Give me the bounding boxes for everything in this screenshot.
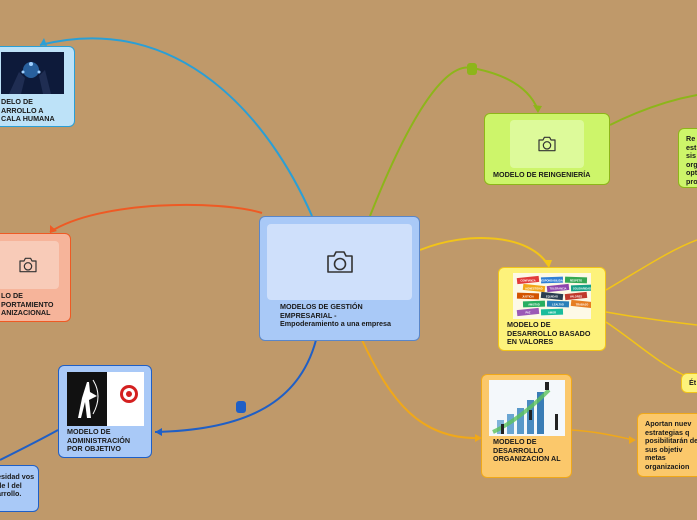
node-reingenieria-note[interactable]: Re est sis org opt pro — [678, 128, 697, 188]
value-word-tag: TRABAJO — [570, 299, 591, 309]
svg-text:CONFIANZA: CONFIANZA — [520, 279, 535, 283]
node-reingenieria-note-label: Re est sis org opt pro — [686, 134, 697, 186]
value-word-tag: RESPETO — [564, 276, 588, 284]
svg-text:AMISTAD: AMISTAD — [528, 303, 540, 307]
node-objetivo-label: MODELO DE ADMINISTRACIÓN POR OBJETIVO — [67, 427, 131, 454]
svg-text:RESPONSABILIDAD: RESPONSABILIDAD — [539, 279, 564, 283]
central-topic[interactable]: MODELOS DE GESTIÓN EMPRESARIAL - Empoder… — [259, 216, 420, 341]
node-comportamiento[interactable]: LO DE PORTAMIENTO ANIZACIONAL — [0, 233, 71, 322]
node-comportamiento-label: LO DE PORTAMIENTO ANIZACIONAL — [1, 291, 54, 318]
node-escala-humana-label: DELO DE ARROLLO A CALA HUMANA — [1, 97, 55, 124]
svg-text:HONESTIDAD: HONESTIDAD — [525, 287, 542, 291]
value-word-tag: TOLERANCIA — [546, 283, 570, 293]
svg-text:TOLERANCIA: TOLERANCIA — [550, 287, 567, 291]
svg-text:AMOR: AMOR — [548, 311, 556, 315]
node-reingenieria-label: MODELO DE REINGENIERÍA — [493, 170, 591, 179]
svg-text:EQUIDAD: EQUIDAD — [546, 295, 558, 299]
node-objetivo-note[interactable]: esidad vos de l del arrollo. — [0, 465, 39, 512]
central-image-placeholder — [267, 224, 412, 300]
svg-text:VALORES: VALORES — [570, 295, 583, 299]
navy-connector-handle[interactable] — [236, 401, 246, 413]
comportamiento-image-placeholder — [0, 241, 59, 289]
node-organizacional-label: MODELO DE DESARROLLO ORGANIZACION AL — [493, 437, 561, 464]
node-escala-humana[interactable]: DELO DE ARROLLO A CALA HUMANA — [0, 46, 75, 127]
svg-text:TRABAJO: TRABAJO — [576, 303, 589, 307]
node-organizacional-note-label: Aportan nuev estrategias q posibilitarán… — [645, 419, 697, 471]
value-word-tag: AMOR — [540, 308, 564, 316]
node-etica[interactable]: Ét — [681, 373, 697, 393]
node-objetivo-note-label: esidad vos de l del arrollo. — [0, 472, 35, 499]
growth-chart-image — [489, 380, 565, 436]
reingenieria-image-placeholder — [510, 120, 584, 168]
green-connector-handle[interactable] — [467, 63, 477, 75]
value-word-tag: SOLIDARIDAD — [570, 284, 591, 292]
camera-icon — [538, 136, 556, 152]
value-word-tag: JUSTICIA — [516, 292, 540, 300]
node-etica-label: Ét — [689, 378, 697, 387]
archer-target-image — [67, 372, 144, 426]
value-word-tag: RESPONSABILIDAD — [539, 276, 565, 284]
business-hands-image — [1, 52, 64, 94]
value-word-tag: CONFIANZA — [516, 275, 540, 285]
svg-text:JUSTICIA: JUSTICIA — [522, 295, 534, 299]
values-words-image: CONFIANZA RESPONSABILIDAD RESPETO HONESTIDA… — [513, 273, 591, 319]
value-word-tag: EQUIDAD — [540, 291, 564, 301]
value-word-tag: AMISTAD — [522, 300, 546, 308]
svg-text:RESPETO: RESPETO — [570, 279, 582, 283]
node-valores-label: MODELO DE DESARROLLO BASADO EN VALORES — [507, 320, 591, 347]
svg-text:SOLIDARIDAD: SOLIDARIDAD — [573, 287, 591, 291]
node-organizacional[interactable]: MODELO DE DESARROLLO ORGANIZACION AL — [481, 374, 572, 478]
value-word-tag: LEALTAD — [546, 300, 570, 308]
value-word-tag: HONESTIDAD — [522, 283, 546, 293]
node-reingenieria[interactable]: MODELO DE REINGENIERÍA — [484, 113, 610, 185]
node-organizacional-note[interactable]: Aportan nuev estrategias q posibilitarán… — [637, 413, 697, 477]
node-valores[interactable]: CONFIANZA RESPONSABILIDAD RESPETO HONESTIDA… — [498, 267, 606, 351]
svg-text:PAZ: PAZ — [526, 311, 531, 315]
camera-icon — [326, 251, 353, 273]
node-objetivo[interactable]: MODELO DE ADMINISTRACIÓN POR OBJETIVO — [58, 365, 152, 458]
central-title: MODELOS DE GESTIÓN EMPRESARIAL - Empoder… — [280, 302, 392, 329]
value-word-tag: PAZ — [516, 307, 540, 317]
value-word-tag: VALORES — [564, 291, 588, 301]
svg-text:LEALTAD: LEALTAD — [552, 303, 564, 307]
camera-icon — [19, 257, 37, 273]
